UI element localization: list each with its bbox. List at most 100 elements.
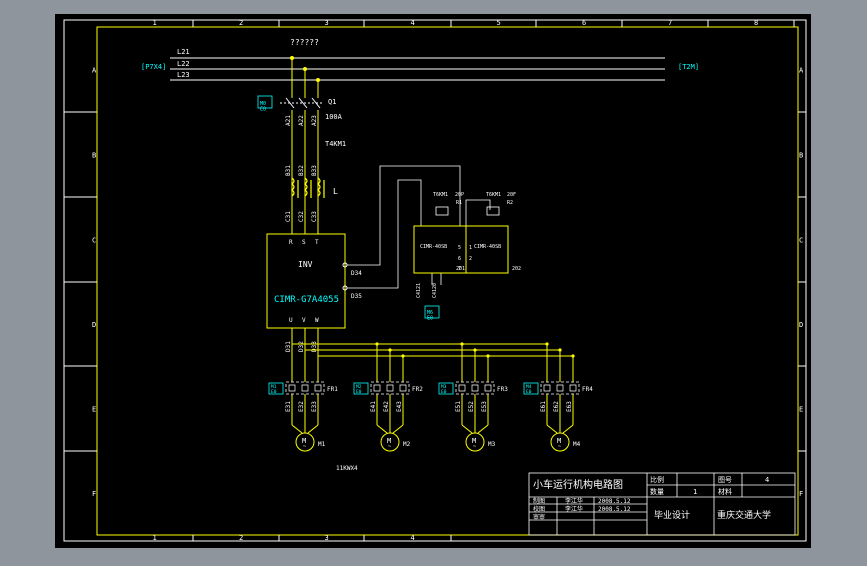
outer-frame [63, 19, 807, 542]
drafter-date: 2008.5.12 [598, 498, 631, 505]
relay-element [458, 384, 466, 392]
relay-element [484, 384, 492, 392]
row-letter-left: B [92, 152, 96, 160]
terminal-d35-label: D35 [351, 293, 362, 300]
control-tag-box [424, 305, 440, 319]
feeder-wires [291, 58, 319, 234]
contactor-name: T4KM1 [325, 140, 346, 148]
wire-label-d: D32 [298, 341, 305, 352]
module1-relay: R1 [456, 200, 462, 206]
motor-wire-label: E42 [383, 401, 390, 412]
motor-lead [546, 424, 558, 434]
drawing-no-label: 图号 [718, 476, 732, 484]
column-number-top: 7 [668, 19, 672, 27]
reactor-name: L [333, 187, 338, 196]
bus-label-2: L22 [177, 60, 190, 68]
relay-element [569, 384, 577, 392]
motor-symbol [465, 432, 485, 452]
wire-label-b: B31 [285, 165, 292, 176]
thermal-relay-label: FR4 [582, 386, 593, 393]
wire-label-b: B33 [311, 165, 318, 176]
motor-wire-label: E33 [311, 401, 318, 412]
motor-wire-label: E63 [566, 401, 573, 412]
wire-label-c: C33 [311, 211, 318, 222]
row-letter-right: B [799, 152, 803, 160]
material-label: 材料 [718, 487, 732, 496]
row-letter-right: E [799, 406, 803, 414]
school-name: 重庆交通大学 [717, 509, 771, 521]
column-number-top: 2 [239, 19, 243, 27]
inverter-input-t: T [315, 239, 319, 246]
drawing-title: 小车运行机构电路图 [533, 478, 623, 491]
motor-name: M2 [403, 441, 411, 448]
module1-extra: 201 [456, 266, 465, 272]
module2-relay-coil [486, 206, 500, 216]
motor-lead [461, 424, 473, 434]
motor-ac-mark: ~ [558, 444, 561, 450]
mains-bus-group [170, 57, 665, 81]
relay-element [301, 384, 309, 392]
thermal-relay-label: FR1 [327, 386, 338, 393]
control-wires [347, 165, 491, 289]
wire-label-c: C31 [285, 211, 292, 222]
row-letter-right: A [799, 67, 804, 75]
row-letter-right: D [799, 321, 803, 329]
motor-tag-box [268, 382, 284, 395]
row-letter-left: D [92, 321, 96, 329]
motor-ac-mark: ~ [473, 444, 476, 450]
thermal-relay-label: FR3 [497, 386, 508, 393]
motor-lead [307, 424, 319, 434]
relay-element [288, 384, 296, 392]
wire-label-b: B32 [298, 165, 305, 176]
row-letter-left: F [92, 490, 96, 498]
module2-tag: 20F [507, 192, 516, 198]
motor-spec: 11KWX4 [336, 465, 358, 472]
breaker-q1-symbol [280, 97, 322, 109]
motor-ac-mark: ~ [303, 444, 306, 450]
wire-label-a: A23 [311, 115, 318, 126]
motor-lead [376, 424, 388, 434]
inverter-box [266, 233, 346, 329]
column-number-top: 8 [754, 19, 758, 27]
left-reference: [P7X4] [141, 63, 166, 71]
motor-name: M3 [488, 441, 496, 448]
motor-letter: M [302, 437, 306, 445]
breaker-name: Q1 [328, 98, 336, 106]
row-letter-left: C [92, 237, 96, 245]
inverter-output-u: U [289, 317, 293, 324]
motor-letter: M [387, 437, 391, 445]
inverter-output-w: W [315, 317, 319, 324]
motor-wire-label: E31 [285, 401, 292, 412]
terminal-d34-label: D34 [351, 270, 362, 277]
quantity-value: 1 [693, 488, 697, 496]
reactor-l-symbol [291, 177, 325, 198]
module1-relay-coil [435, 206, 449, 216]
motor-wire-label: E53 [481, 401, 488, 412]
module1-pin-7: 7 [458, 266, 461, 272]
column-number-bottom: 4 [411, 534, 415, 542]
module2-relay: R2 [507, 200, 513, 206]
motor-wire-label: E51 [455, 401, 462, 412]
module1-pin-5: 5 [458, 245, 461, 251]
motor-wire-label: E32 [298, 401, 305, 412]
row-letter-right: C [799, 237, 803, 245]
checker-name: 李江华 [565, 505, 583, 513]
inverter-model: CIMR-G7A4055 [274, 295, 339, 305]
motor-letter: M [472, 437, 476, 445]
motor-ac-mark: ~ [388, 444, 391, 450]
module1-tag: 20P [455, 192, 464, 198]
drawing-sheet [55, 14, 811, 548]
motor-name: M1 [318, 441, 326, 448]
control-module-2 [465, 225, 509, 274]
checker-label: 校图 [533, 505, 545, 513]
column-number-bottom: 2 [239, 534, 243, 542]
relay-element [386, 384, 394, 392]
motor-lead [477, 424, 489, 434]
drafter-name: 李江华 [565, 497, 583, 505]
